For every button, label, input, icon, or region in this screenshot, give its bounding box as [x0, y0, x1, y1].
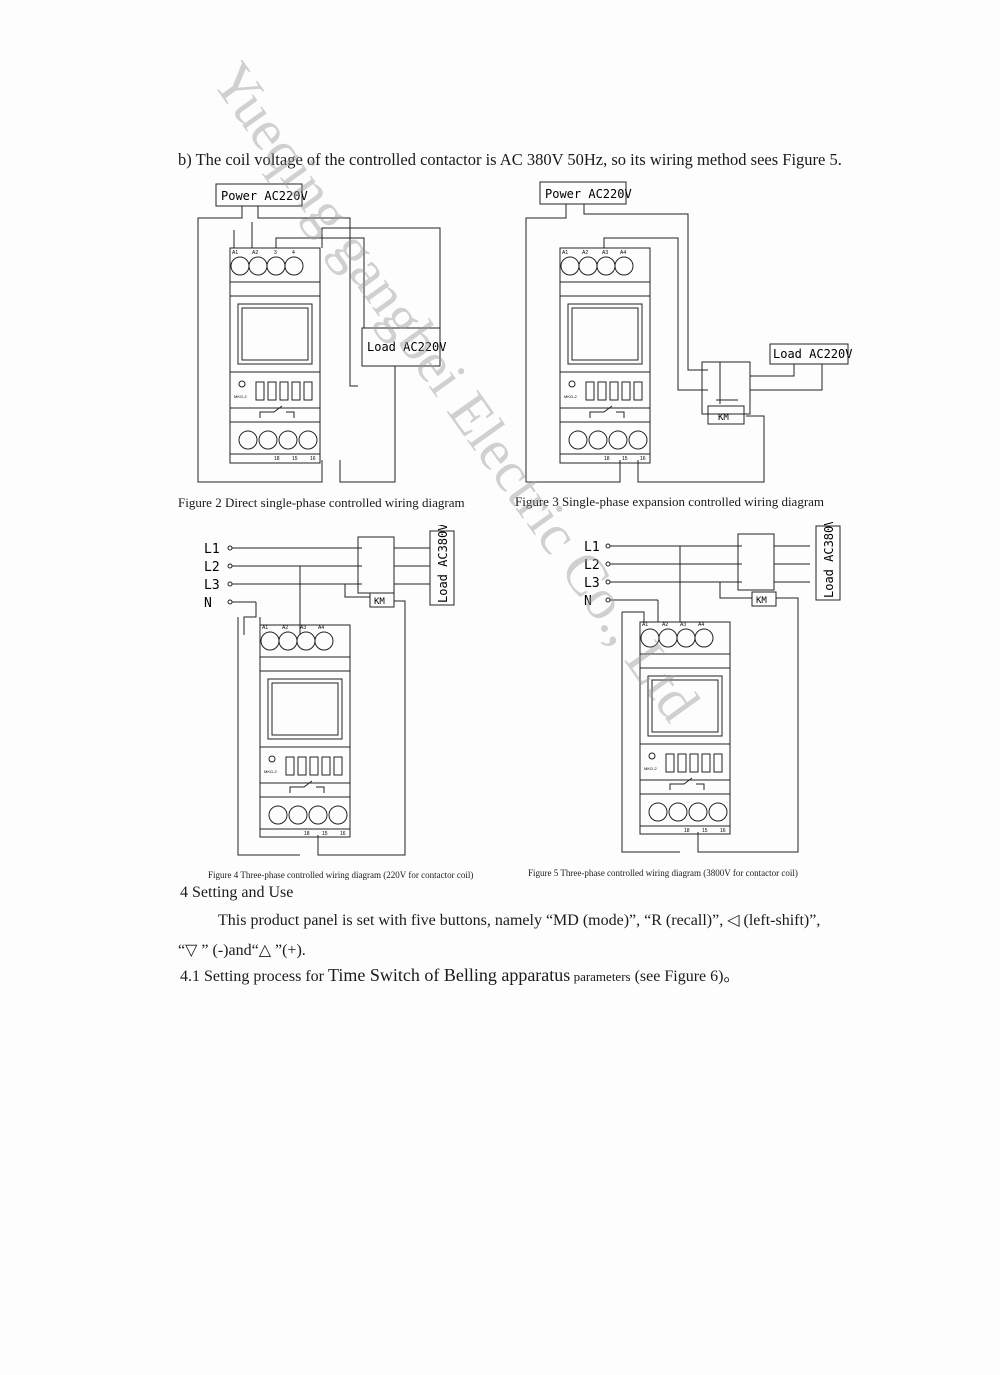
section-4-paragraph-line-2: “▽ ” (-)and“△ ”(+).: [178, 942, 306, 959]
section-4-paragraph-line-1: This product panel is set with five butt…: [218, 912, 821, 929]
fig3-device-model: MKG-2: [564, 394, 577, 399]
fig5-device-model: MKG-2: [644, 766, 657, 771]
fig5-terminal-label: 15: [702, 828, 708, 834]
fig5-line-label: L3: [584, 576, 600, 591]
figure-4-diagram: L1 L2 L3 N KM Load AC380V A1 A2 A3 A4 MK…: [204, 525, 455, 856]
fig5-terminal-label: A1: [642, 622, 648, 628]
fig3-terminal-label: A2: [582, 250, 588, 256]
fig3-terminal-label: 18: [604, 456, 610, 462]
fig5-line-label: L1: [584, 540, 600, 555]
figure-4-caption: Figure 4 Three-phase controlled wiring d…: [208, 870, 474, 880]
figure-5-diagram: L1 L2 L3 N KM Load AC380V A1 A2 A3 A4 MK…: [584, 522, 841, 853]
fig5-line-label: L2: [584, 558, 600, 573]
fig2-terminal-label: A2: [252, 250, 258, 256]
fig3-contactor-label: KM: [718, 413, 729, 423]
fig4-terminal-label: 15: [322, 831, 328, 837]
fig3-load-label: Load AC220V: [773, 347, 852, 361]
fig2-device-model: MKG-2: [234, 394, 247, 399]
fig2-terminal-label: 4: [292, 250, 295, 256]
fig4-line-label: L1: [204, 542, 220, 557]
figure-3-caption: Figure 3 Single-phase expansion controll…: [515, 494, 825, 509]
section-4-heading: 4 Setting and Use: [180, 884, 294, 901]
fig4-terminal-label: A3: [300, 625, 306, 631]
fig3-terminal-label: 15: [622, 456, 628, 462]
fig2-power-label: Power AC220V: [221, 189, 308, 203]
section-4-1-heading: 4.1 Setting process for Time Switch of B…: [180, 962, 739, 986]
fig2-terminal-label: 3: [274, 250, 277, 256]
fig2-terminal-label: A1: [232, 250, 238, 256]
fig2-terminal-label: 18: [274, 456, 280, 462]
fig5-terminal-label: 16: [720, 828, 726, 834]
fig4-terminal-label: A1: [262, 625, 268, 631]
figure-2-diagram: Power AC220V Load AC220V A1 A2 3 4 MKG-2…: [197, 183, 446, 483]
fig5-terminal-label: A3: [680, 622, 686, 628]
fig4-terminal-label: A2: [282, 625, 288, 631]
section-4-1-emphasis: Time Switch of Belling apparatus: [327, 965, 571, 985]
figure-3-diagram: Power AC220V Load AC220V KM A1 A2 A3 A4 …: [525, 181, 852, 483]
fig4-contactor-label: KM: [374, 597, 385, 607]
section-4-1-small: parameters: [570, 969, 631, 984]
fig5-terminal-label: A2: [662, 622, 668, 628]
fig3-terminal-label: A4: [620, 250, 626, 256]
figure-2-caption: Figure 2 Direct single-phase controlled …: [178, 495, 465, 510]
fig3-terminal-label: A1: [562, 250, 568, 256]
section-4-1-prefix: 4.1 Setting process for: [180, 968, 328, 985]
fig4-line-label: L3: [204, 578, 220, 593]
section-4-1-suffix: (see Figure 6)。: [630, 968, 740, 985]
fig3-terminal-label: 16: [640, 456, 646, 462]
fig4-terminal-label: 16: [340, 831, 346, 837]
fig2-terminal-label: 16: [310, 456, 316, 462]
fig4-line-label: L2: [204, 560, 220, 575]
fig5-terminal-label: 18: [684, 828, 690, 834]
fig5-line-label: N: [584, 594, 592, 609]
fig4-line-label: N: [204, 596, 212, 611]
fig3-power-label: Power AC220V: [545, 187, 632, 201]
fig4-terminal-label: A4: [318, 625, 324, 631]
fig3-terminal-label: A3: [602, 250, 608, 256]
fig5-contactor-label: KM: [756, 596, 767, 606]
fig5-load-label: Load AC380V: [822, 522, 836, 598]
figure-5-caption: Figure 5 Three-phase controlled wiring d…: [528, 868, 798, 878]
fig5-terminal-label: A4: [698, 622, 704, 628]
fig4-load-label: Load AC380V: [436, 525, 450, 603]
fig2-load-label: Load AC220V: [367, 340, 446, 354]
fig4-device-model: MKG-2: [264, 769, 277, 774]
fig2-terminal-label: 15: [292, 456, 298, 462]
intro-paragraph: b) The coil voltage of the controlled co…: [178, 150, 842, 169]
fig4-terminal-label: 18: [304, 831, 310, 837]
